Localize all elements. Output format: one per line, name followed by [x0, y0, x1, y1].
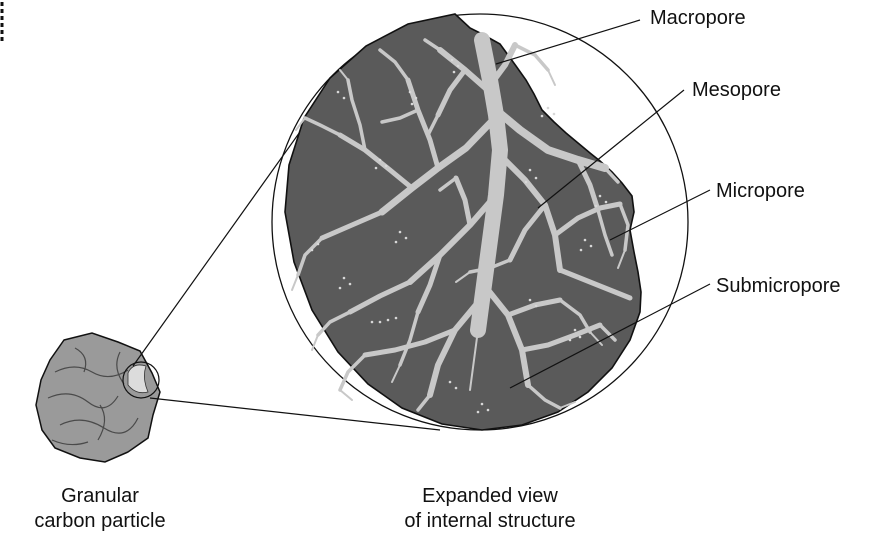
mesopore-label: Mesopore: [692, 80, 781, 100]
leader-line-macropore: [496, 20, 640, 64]
particle-caption-line2: carbon particle: [0, 509, 230, 534]
particle-caption-line1: Granular: [0, 484, 230, 509]
expanded-caption-line2: of internal structure: [350, 509, 630, 534]
expanded-view-caption: Expanded view of internal structure: [350, 484, 630, 534]
macropore-label: Macropore: [650, 8, 746, 28]
particle-caption: Granular carbon particle: [0, 484, 230, 534]
expanded-caption-line1: Expanded view: [350, 484, 630, 509]
submicropore-label: Submicropore: [716, 276, 841, 296]
micropore-label: Micropore: [716, 181, 805, 201]
